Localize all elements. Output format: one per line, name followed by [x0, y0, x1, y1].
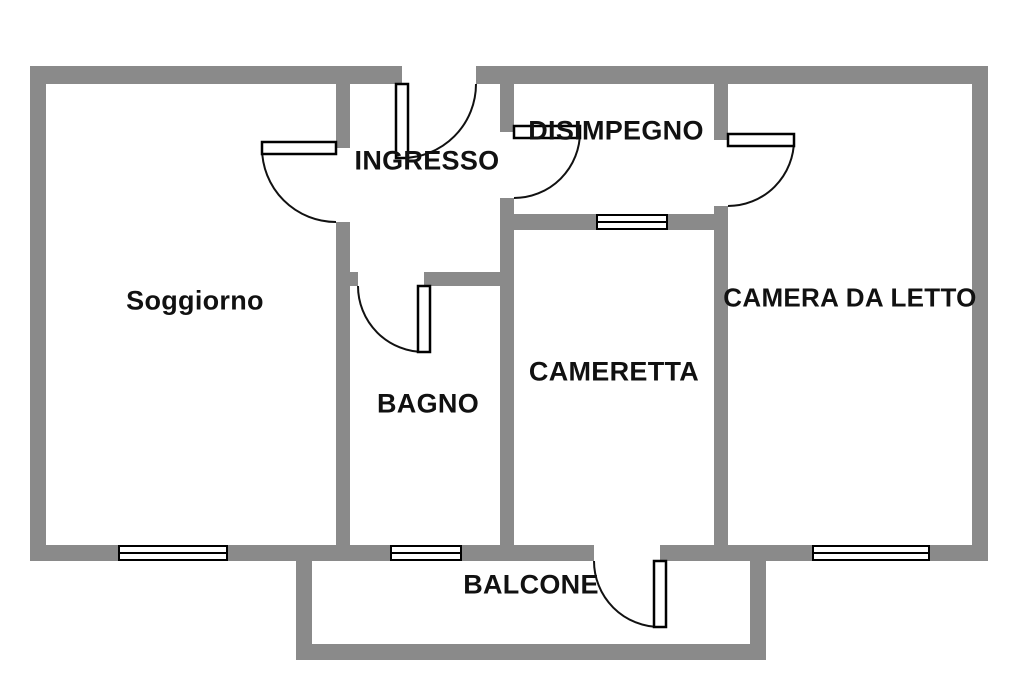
- door-bagno: [357, 284, 432, 354]
- outer-wall-left: [30, 66, 46, 561]
- outer-wall-top-left-segment: [30, 66, 402, 84]
- room-label-disimpegno: DISIMPEGNO: [528, 115, 704, 146]
- wall-bagno-stub: [350, 272, 358, 286]
- door-camera-da-letto: [726, 132, 796, 207]
- room-label-cameretta: CAMERETTA: [528, 356, 700, 387]
- balcony-wall-left: [296, 561, 312, 660]
- room-label-soggiorno: Soggiorno: [126, 285, 264, 316]
- window-bagno: [390, 545, 462, 561]
- wall-soggiorno-lower-segment: [336, 222, 350, 545]
- wall-bagno-segment: [424, 272, 500, 286]
- door-soggiorno: [260, 140, 338, 223]
- outer-wall-bottom-left-segment: [30, 545, 594, 561]
- room-label-camera-da-letto: CAMERA DA LETTO: [723, 282, 977, 313]
- wall-center-lower-segment: [500, 198, 514, 545]
- outer-wall-top-right-segment: [476, 66, 988, 84]
- room-label-ingresso: INGRESSO: [354, 145, 500, 176]
- window-cameretta: [596, 214, 668, 230]
- door-balcone: [593, 559, 668, 629]
- room-label-balcone: BALCONE: [463, 569, 599, 600]
- wall-soggiorno-upper-segment: [336, 84, 350, 148]
- window-camera: [812, 545, 930, 561]
- wall-camera-upper-segment: [714, 84, 728, 140]
- balcony-wall-bottom: [296, 644, 766, 660]
- outer-wall-right: [972, 66, 988, 561]
- wall-center-upper-segment: [500, 84, 514, 132]
- room-label-bagno: BAGNO: [377, 388, 479, 419]
- window-soggiorno: [118, 545, 228, 561]
- balcony-wall-right: [750, 561, 766, 660]
- wall-camera-lower-segment: [714, 206, 728, 545]
